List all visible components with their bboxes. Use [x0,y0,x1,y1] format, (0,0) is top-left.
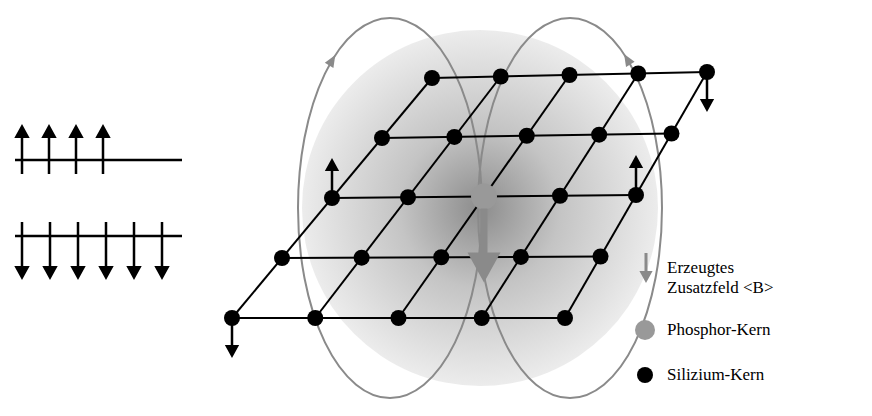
silicon-nucleus [400,189,416,205]
legend-dot [635,320,655,340]
silicon-nucleus [630,66,646,82]
energy-level [15,235,182,238]
spin-down-arrow [70,222,85,280]
field-line [298,18,482,398]
legend-swatch [630,360,660,400]
silicon-nucleus [562,67,578,83]
silicon-lattice [224,64,715,358]
legend-swatch [630,315,660,355]
legend-arrow [639,253,652,283]
spin-up-arrow [14,124,29,174]
spin-up-arrow [68,124,83,174]
legend-arrow-sample [631,253,661,293]
silicon-nucleus [519,128,535,144]
silicon-nucleus [493,69,509,85]
silicon-nucleus [433,249,449,265]
legend-label: Phosphor-Kern [667,320,771,340]
silicon-nucleus [664,126,680,142]
silicon-nucleus [591,127,607,143]
legend-dot [637,367,653,383]
silicon-nucleus [593,249,609,265]
spin-down-arrow [98,222,113,280]
field-arrowhead [325,55,335,68]
lattice-line [399,75,570,318]
phosphor-nucleus [471,184,497,210]
silicon-nucleus [391,310,407,326]
lattice-line [232,78,432,318]
spin-down-arrow [126,222,141,280]
electron-cloud [302,30,658,386]
silicon-nucleus [557,310,573,326]
spin-arrow [225,318,239,358]
silicon-nucleus [552,188,568,204]
field-arrowhead [624,54,635,67]
silicon-nucleus [474,310,490,326]
phosphor-center [468,184,501,283]
legend-entry: Silizium-Kern [667,365,764,385]
spin-down-arrow [154,222,169,280]
spin-down-arrow [14,222,29,280]
silicon-nucleus [374,130,390,146]
lattice-line [315,77,501,319]
legend-label: Silizium-Kern [667,365,764,385]
spin-up-arrow [95,124,110,174]
lattice-line [482,74,639,319]
silicon-nucleus [307,310,323,326]
silicon-nucleus [446,129,462,145]
spin-arrow [700,72,714,112]
spin-arrow [629,155,643,195]
spin-arrow [325,158,339,198]
field-arrow [468,209,501,283]
legend-entry: Phosphor-Kern [667,320,771,340]
spin-down-arrow [42,222,57,280]
field-line [478,18,662,398]
spin-up-arrow [41,124,56,174]
legend-entry: Erzeugtes Zusatzfeld <B> [667,258,795,298]
silicon-nucleus [513,249,529,265]
legend-label: Erzeugtes Zusatzfeld <B> [667,258,795,298]
energy-levels [14,124,182,280]
energy-level [15,159,182,162]
silicon-nucleus [354,250,370,266]
silicon-nucleus [274,250,290,266]
silicon-nucleus [424,70,440,86]
